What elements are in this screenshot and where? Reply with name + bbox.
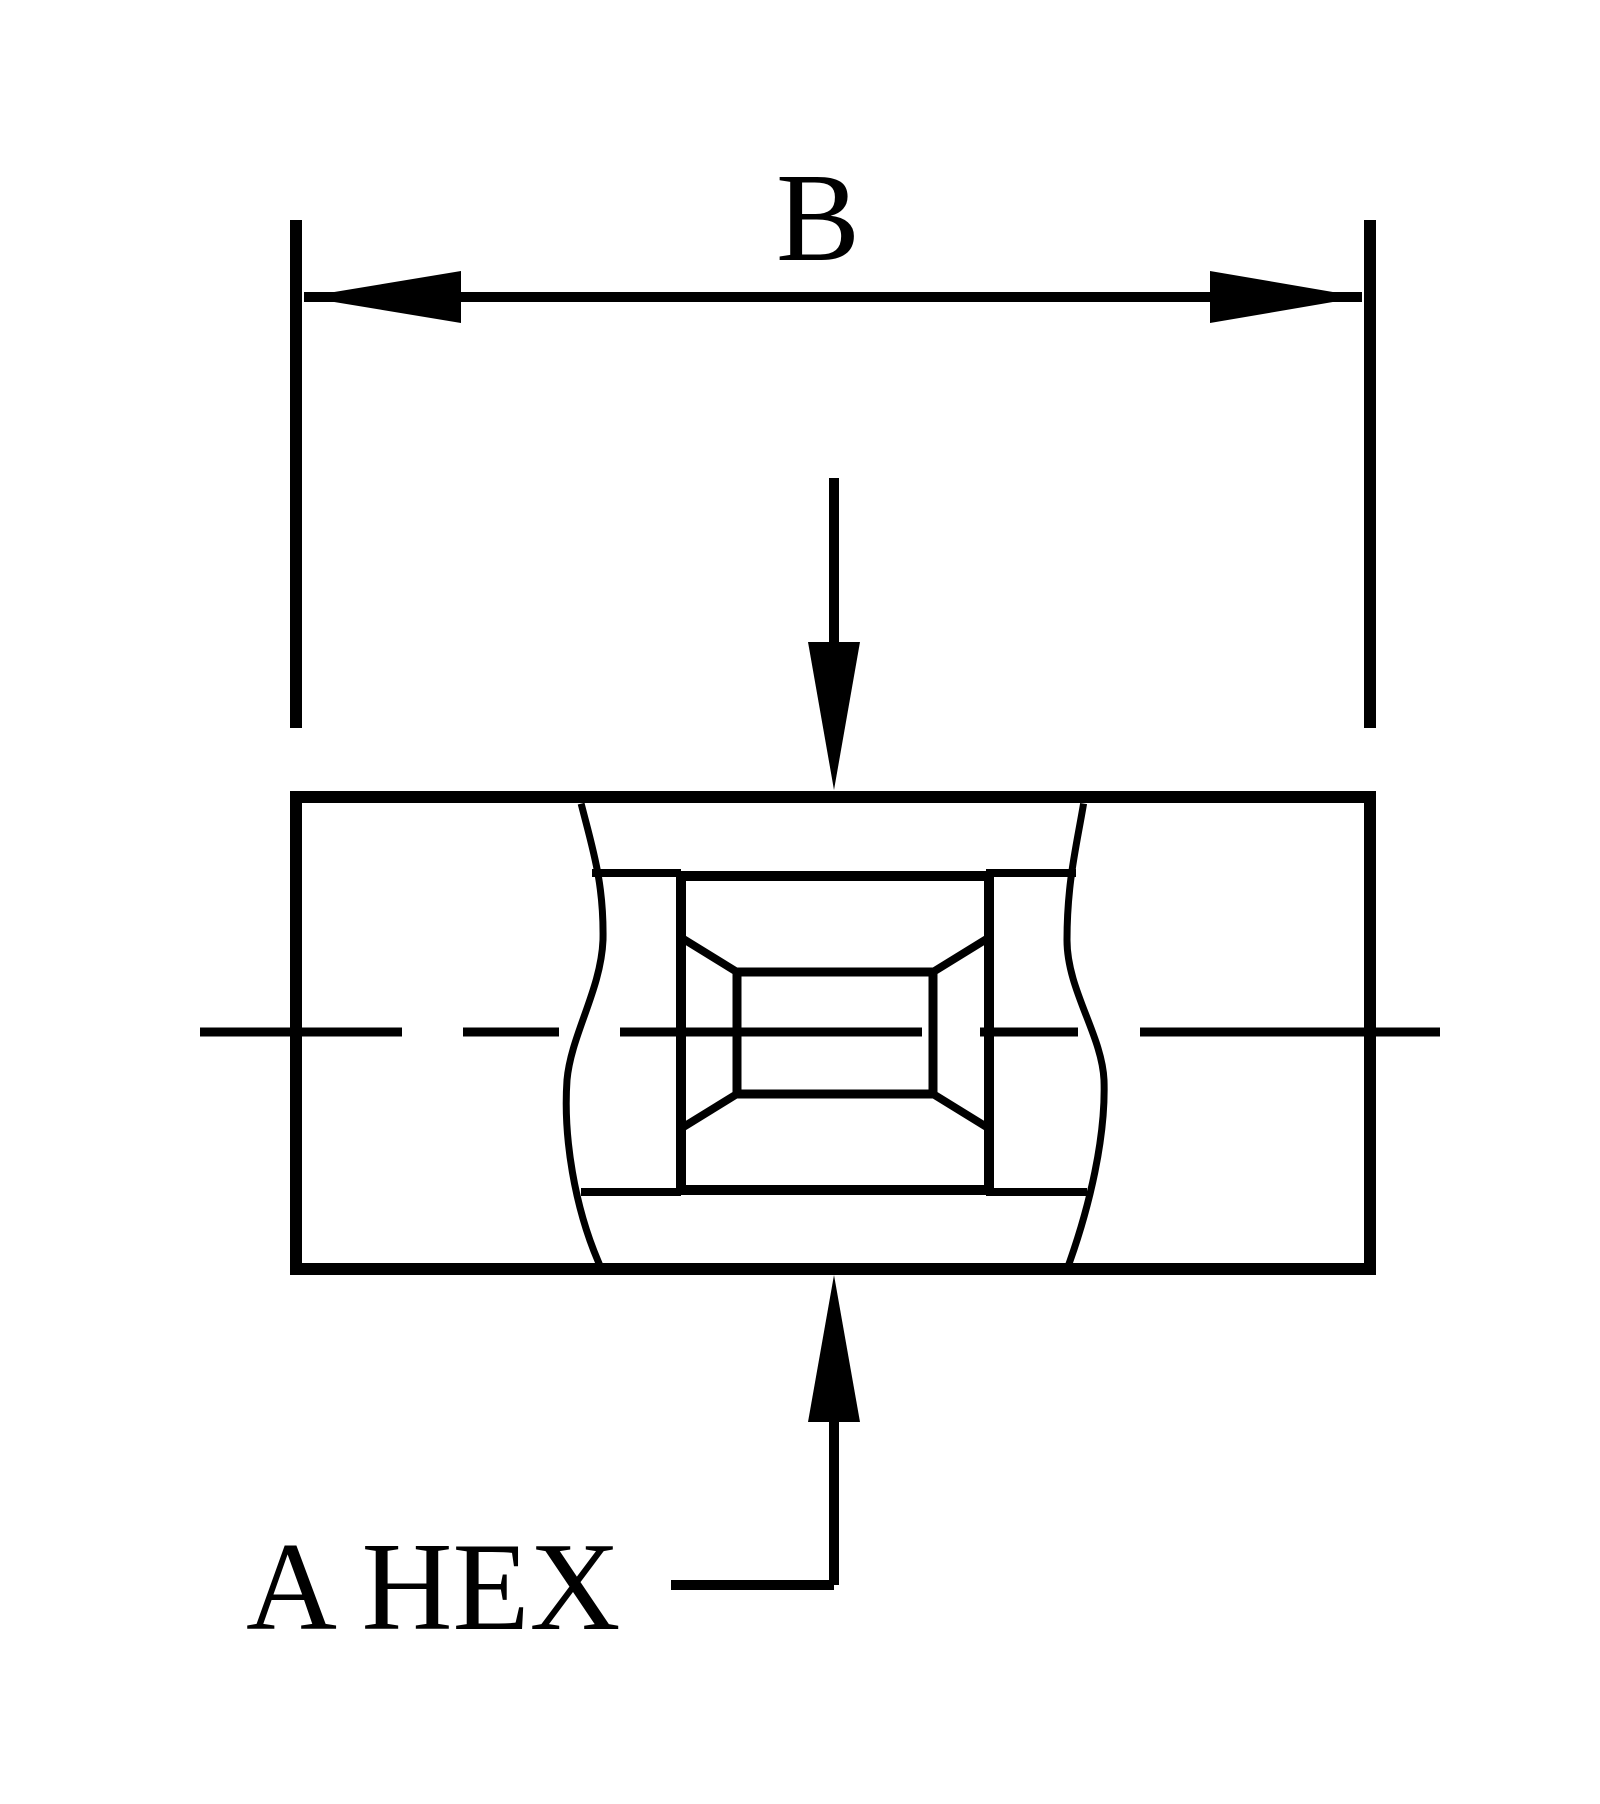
upper-right-chamfer-line (927, 934, 991, 978)
dimension-b: B (290, 149, 1376, 728)
left-corner-curve (562, 802, 607, 1266)
right-dimension-arrowhead (1210, 271, 1362, 323)
top-hex-arrow (808, 478, 860, 790)
lower-right-chamfer-line (927, 1088, 991, 1132)
a-hex-label: A HEX (246, 1518, 621, 1657)
dimension-b-label: B (776, 149, 860, 288)
top-arrow-head (808, 642, 860, 790)
bottom-arrow-head (808, 1275, 860, 1422)
upper-left-chamfer-line (679, 934, 743, 978)
left-dimension-arrowhead (304, 271, 461, 323)
a-hex-leader: A HEX (246, 1275, 860, 1657)
lower-left-chamfer-line (679, 1088, 743, 1132)
right-corner-curve (1063, 802, 1108, 1266)
